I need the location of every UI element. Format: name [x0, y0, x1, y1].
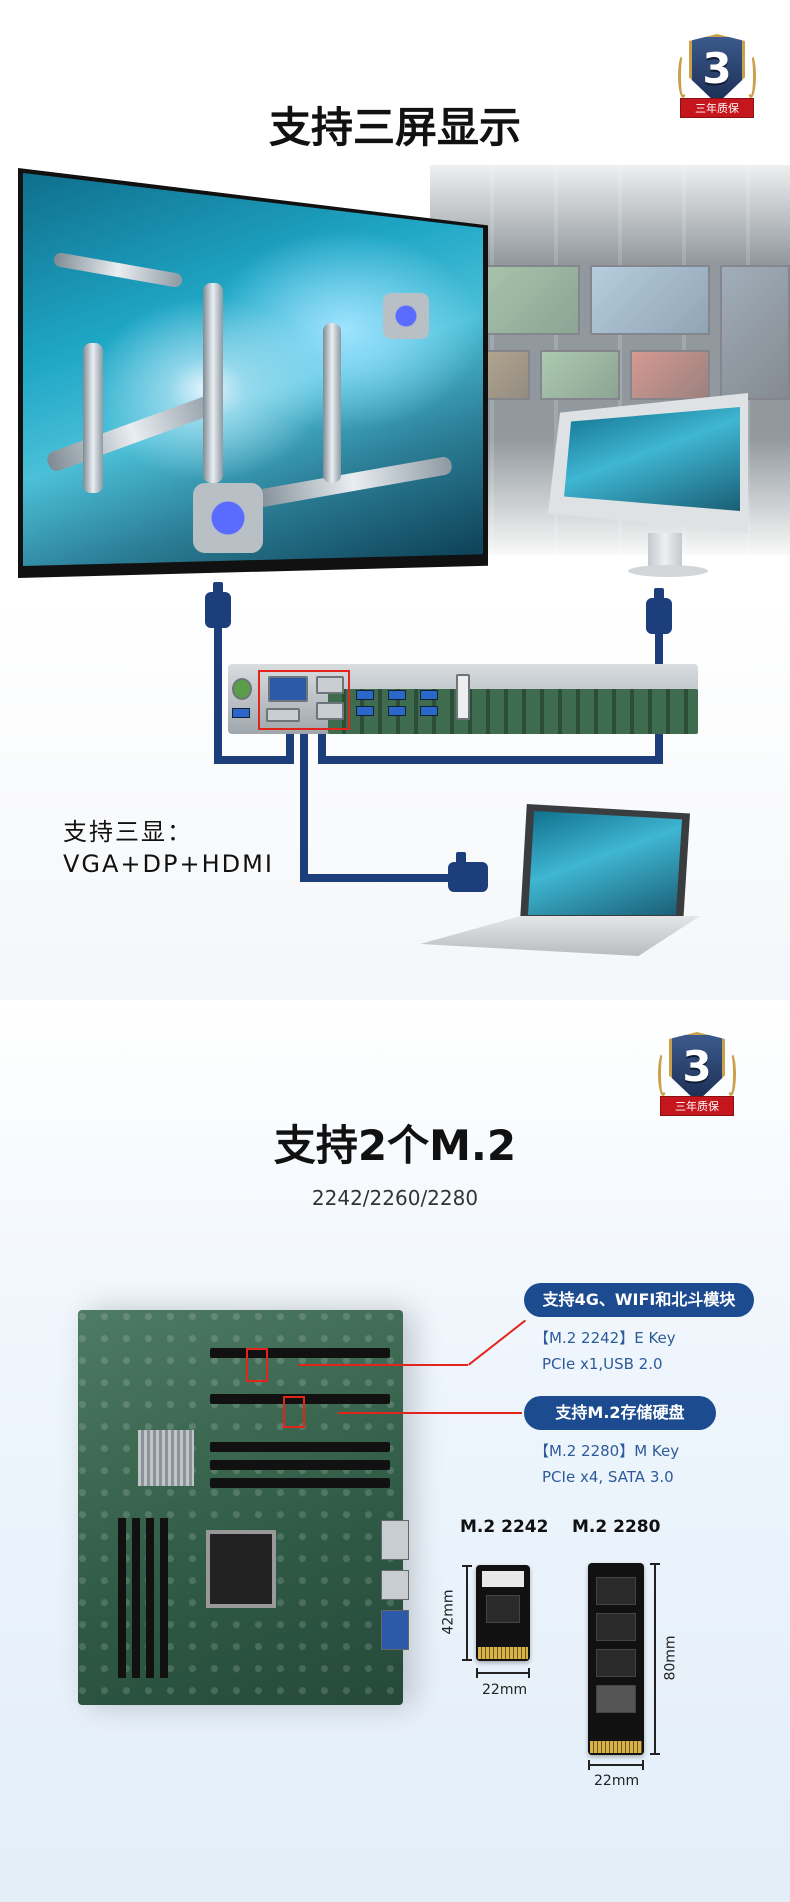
section-title: 支持三屏显示 — [268, 103, 521, 152]
hdmi-plug-laptop — [448, 852, 488, 892]
spec-line: 【M.2 2242】E Key — [534, 1329, 676, 1347]
dim-height-2242: 42mm — [440, 1589, 457, 1635]
badge-number: 3 — [682, 1042, 712, 1091]
badge-number: 3 — [702, 44, 732, 93]
hdmi-plug-left — [205, 582, 231, 628]
monitor-screen-image — [564, 407, 740, 511]
motherboard-image — [78, 1310, 409, 1705]
dim-width-2280: 22mm — [594, 1773, 640, 1789]
spec-line: PCIe x4, SATA 3.0 — [542, 1468, 674, 1486]
warranty-badge: 3 三年质保 — [658, 1032, 736, 1124]
display-support-line2: VGA+DP+HDMI — [63, 850, 274, 878]
m2-m-key-highlight — [283, 1396, 305, 1428]
callout-spec-e-key: 【M.2 2242】E Key PCIe x1,USB 2.0 — [534, 1325, 676, 1377]
warranty-badge: 3 三年质保 — [678, 34, 756, 126]
section-title: 支持2个M.2 — [273, 1121, 517, 1170]
dim-width-2242: 22mm — [482, 1682, 528, 1698]
dim-height-2280: 80mm — [662, 1635, 679, 1681]
badge-ribbon: 三年质保 — [680, 98, 754, 118]
m2-2280-card — [588, 1563, 644, 1755]
cpu-socket — [206, 1530, 276, 1608]
badge-ribbon: 三年质保 — [660, 1096, 734, 1116]
card-title-2280: M.2 2280 — [572, 1517, 661, 1537]
video-wall-background — [430, 165, 790, 555]
laptop-screen-image — [528, 811, 682, 915]
m2-e-key-highlight — [246, 1348, 268, 1382]
large-monitor — [18, 168, 488, 578]
spec-line: 【M.2 2280】M Key — [534, 1442, 680, 1460]
spec-line: PCIe x1,USB 2.0 — [542, 1355, 663, 1373]
desktop-monitor — [548, 393, 748, 588]
callout-spec-m-key: 【M.2 2280】M Key PCIe x4, SATA 3.0 — [534, 1438, 679, 1490]
display-support-line1: 支持三显： — [63, 818, 193, 846]
callout-pill-storage: 支持M.2存储硬盘 — [524, 1396, 716, 1430]
monitor-screen-image — [23, 173, 483, 566]
callout-pill-4g-wifi: 支持4G、WIFI和北斗模块 — [524, 1283, 754, 1317]
laptop — [420, 804, 700, 974]
hdmi-plug-right — [646, 588, 672, 634]
video-ports-highlight — [258, 670, 350, 730]
section-subtitle: 2242/2260/2280 — [311, 1186, 479, 1210]
motherboard-io-panel — [228, 664, 698, 734]
chipset-heatsink — [138, 1430, 194, 1486]
card-title-2242: M.2 2242 — [460, 1517, 549, 1537]
display-support-text: 支持三显： VGA+DP+HDMI — [63, 816, 274, 880]
m2-2242-card — [476, 1565, 530, 1661]
